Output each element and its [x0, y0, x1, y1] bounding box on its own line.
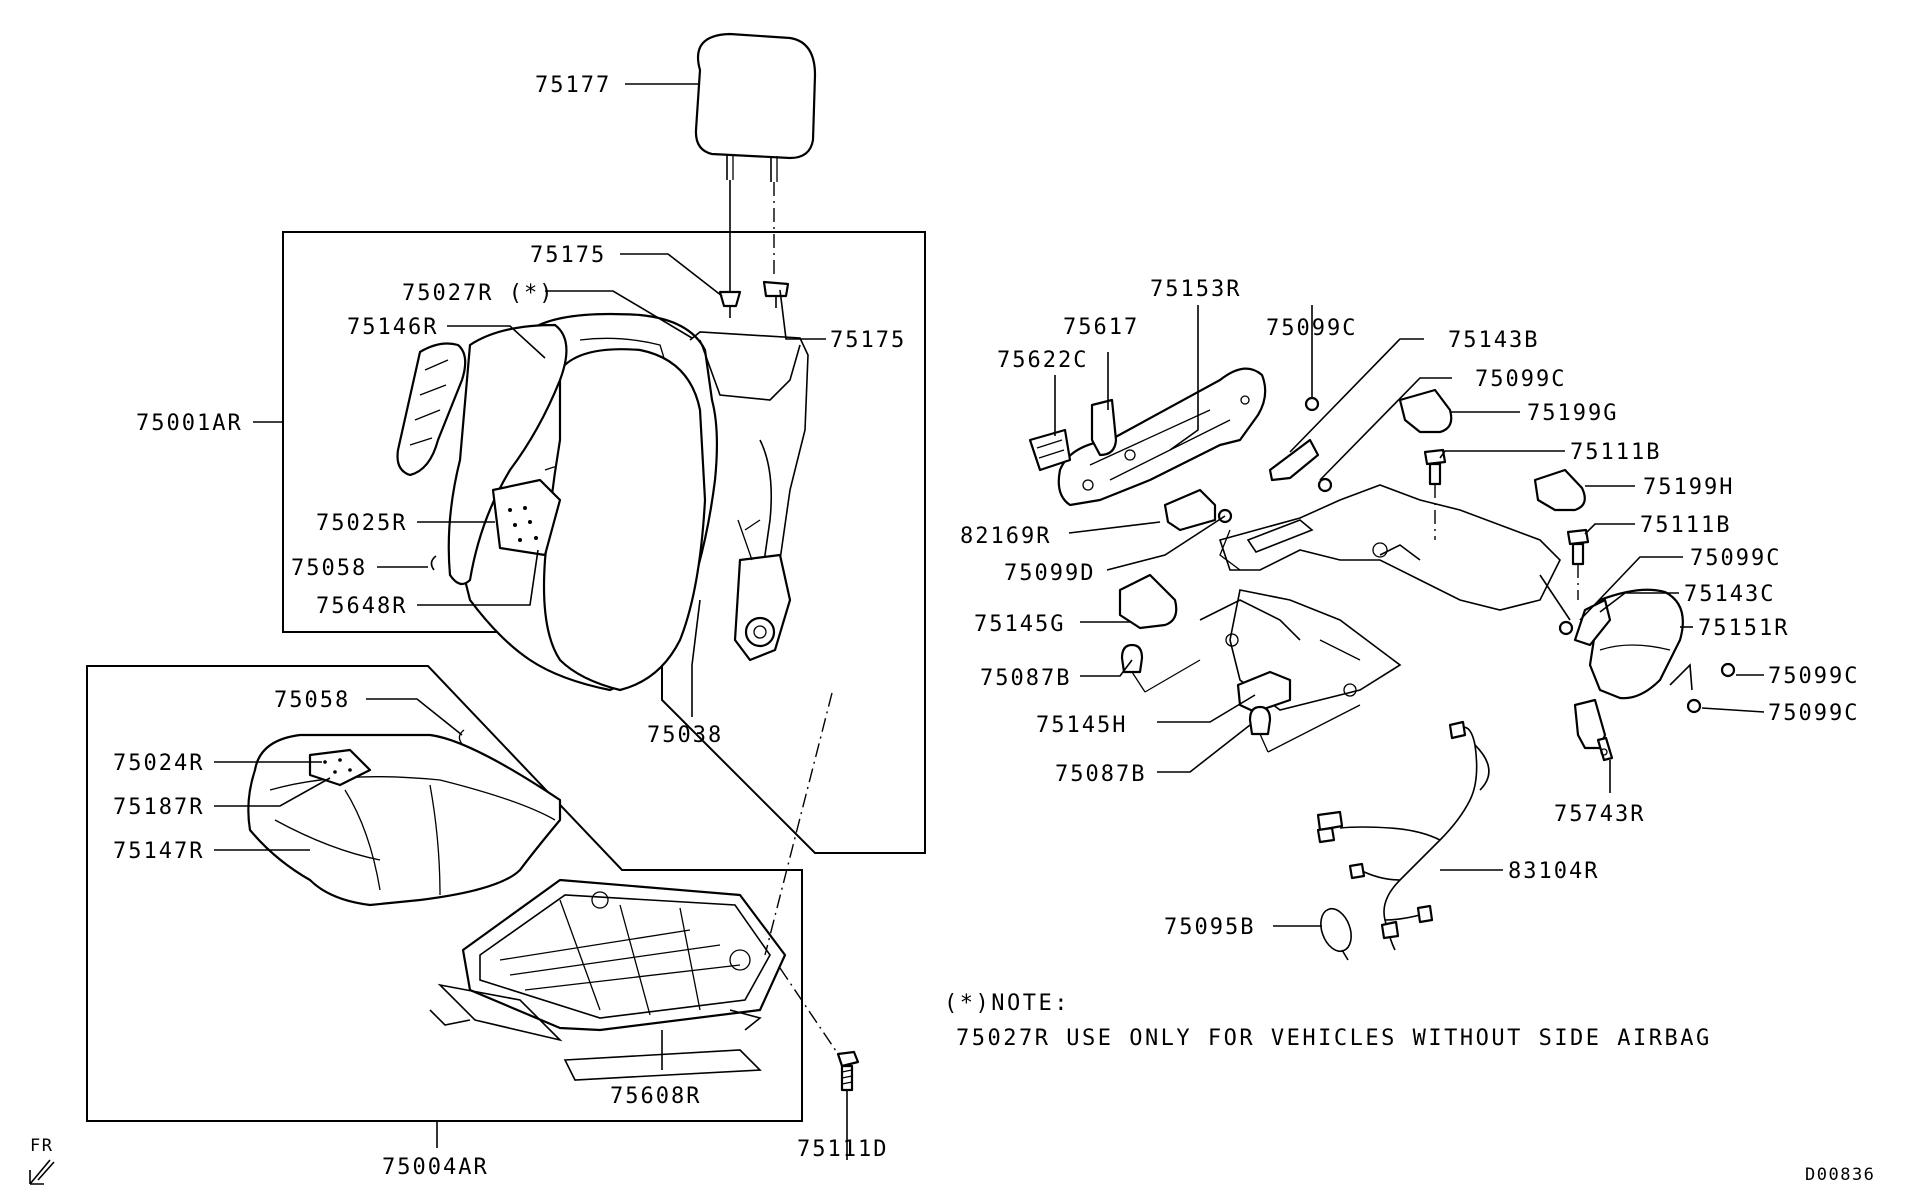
- label-75095b: 75095B: [1164, 915, 1255, 940]
- label-75111b-2: 75111B: [1640, 513, 1731, 538]
- front-arrow-icon: [29, 1159, 55, 1185]
- label-75058-bottom: 75058: [274, 688, 350, 713]
- clip-icon-2: [458, 729, 465, 745]
- side-airbag-module: [396, 342, 467, 477]
- connect-line: [1539, 574, 1571, 621]
- label-75648r: 75648R: [316, 594, 407, 619]
- label-75099c-2: 75099C: [1475, 367, 1566, 392]
- label-75099c-4: 75099C: [1768, 664, 1859, 689]
- label-75175-right: 75175: [830, 328, 906, 353]
- trim-cover-75143b: [1268, 438, 1320, 482]
- slide-cover-75145g: [1118, 573, 1178, 630]
- slide-cover-75145h: [1236, 670, 1292, 714]
- front-direction-marker: FR: [29, 1136, 55, 1185]
- headrest-guide-left: [718, 290, 742, 318]
- side-shield-outer: [1588, 588, 1684, 700]
- label-75617: 75617: [1063, 315, 1139, 340]
- screw-icon: [1217, 396, 1736, 714]
- cushion-assembly-frame: [86, 665, 803, 1122]
- label-75143c: 75143C: [1684, 582, 1775, 607]
- label-83104r: 83104R: [1508, 859, 1599, 884]
- label-75153r: 75153R: [1150, 277, 1241, 302]
- side-shield-inner: [1057, 367, 1267, 507]
- seat-slide-frame: [1199, 484, 1561, 711]
- label-75187r: 75187R: [113, 795, 204, 820]
- footnote: (*)NOTE: 75027R USE ONLY FOR VEHICLES WI…: [944, 991, 1712, 1051]
- label-75058-top: 75058: [291, 556, 367, 581]
- label-75027r: 75027R (*): [402, 281, 554, 306]
- label-75099c-1: 75099C: [1266, 316, 1357, 341]
- leader-lines: [214, 83, 1765, 1148]
- label-82169r: 82169R: [960, 524, 1051, 549]
- clip-icon: [430, 555, 437, 571]
- part-labels: 75177 75175 75027R (*) 75175 75146R 7500…: [113, 73, 1859, 1180]
- label-75111d: 75111D: [797, 1137, 888, 1162]
- label-75147r: 75147R: [113, 839, 204, 864]
- label-75111b-1: 75111B: [1570, 440, 1661, 465]
- bolt-75111d: [836, 1050, 860, 1092]
- wiring-harness: [1316, 720, 1490, 951]
- cushion-heater-pad: [308, 748, 372, 787]
- label-75145h: 75145H: [1036, 713, 1127, 738]
- headrest: [694, 32, 817, 182]
- seat-cushion: [247, 733, 562, 907]
- seatback-frame: [689, 331, 809, 662]
- cable-tie: [1320, 907, 1352, 961]
- recline-lever-knob: [1090, 398, 1118, 457]
- bolt-75111b: [1423, 448, 1590, 566]
- label-75004ar: 75004AR: [382, 1155, 489, 1180]
- lumbar-plate: [491, 478, 562, 557]
- seat-belt-buckle: [1573, 698, 1614, 762]
- label-75199h: 75199H: [1643, 475, 1734, 500]
- seat-cushion-frame: [429, 878, 787, 1081]
- cap-75199g: [1398, 388, 1453, 434]
- diagram-code: D00836: [1805, 1165, 1875, 1185]
- nut-75087b: [1120, 643, 1272, 736]
- seatback-side-panel: [447, 323, 568, 586]
- cap-75199h: [1533, 468, 1586, 512]
- label-75145g: 75145G: [974, 612, 1065, 637]
- label-75151r: 75151R: [1698, 616, 1789, 641]
- label-75143b: 75143B: [1448, 328, 1539, 353]
- label-75099d: 75099D: [1004, 561, 1095, 586]
- note-heading: (*)NOTE:: [944, 991, 1070, 1016]
- label-75199g: 75199G: [1527, 401, 1618, 426]
- label-75743r: 75743R: [1554, 802, 1645, 827]
- slide-handle: [1028, 428, 1072, 472]
- label-75608r: 75608R: [610, 1084, 701, 1109]
- front-label: FR: [30, 1136, 53, 1156]
- label-75099c-5: 75099C: [1768, 701, 1859, 726]
- label-75087b-top: 75087B: [980, 666, 1071, 691]
- headrest-guide-right: [762, 280, 790, 308]
- seatback-assembly-frame: [282, 231, 926, 854]
- label-75175-top: 75175: [530, 243, 606, 268]
- label-75024r: 75024R: [113, 751, 204, 776]
- label-75099c-3: 75099C: [1690, 546, 1781, 571]
- label-75087b-bottom: 75087B: [1055, 762, 1146, 787]
- label-75025r: 75025R: [316, 511, 407, 536]
- label-75622c: 75622C: [997, 348, 1088, 373]
- label-75001ar: 75001AR: [136, 411, 243, 436]
- label-75177: 75177: [535, 73, 611, 98]
- label-75038: 75038: [647, 723, 723, 748]
- note-text: 75027R USE ONLY FOR VEHICLES WITHOUT SID…: [956, 1026, 1712, 1051]
- seatback-pad: [542, 348, 707, 692]
- bracket-82169r: [1163, 488, 1217, 532]
- label-75146r: 75146R: [347, 315, 438, 340]
